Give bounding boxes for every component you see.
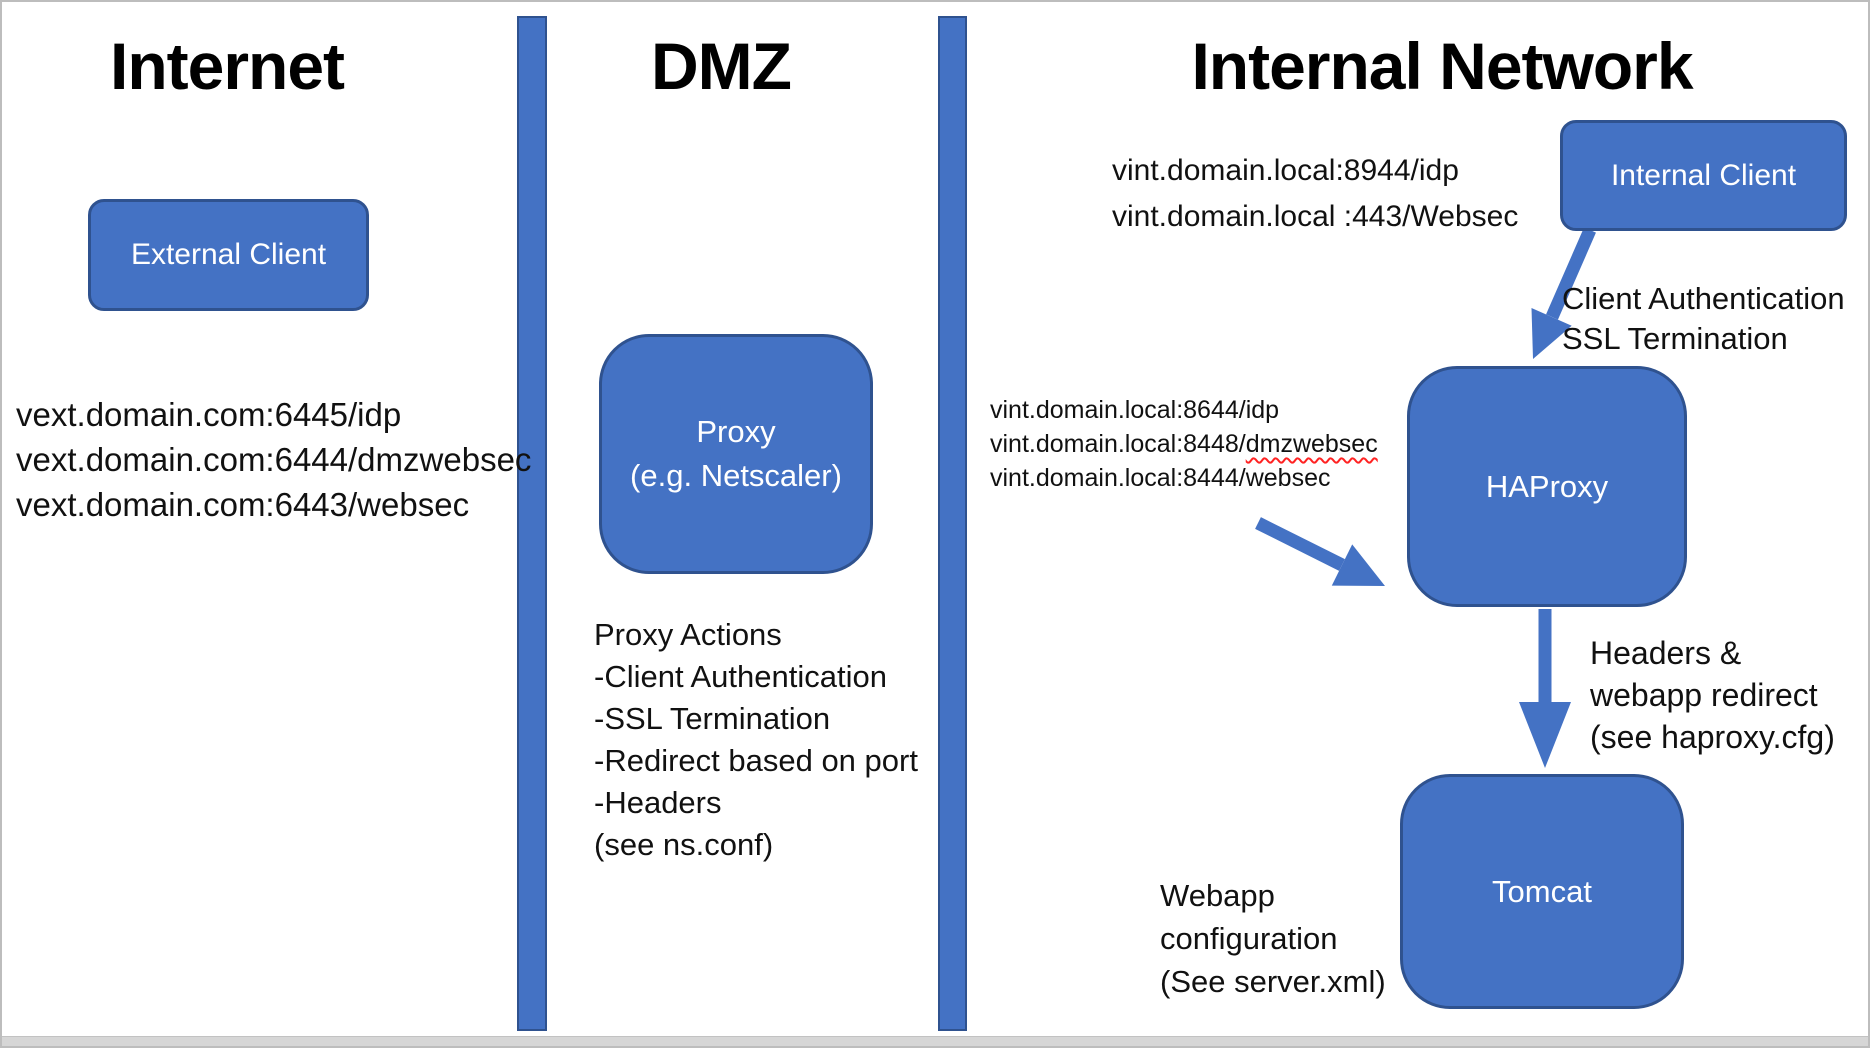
- vint-haproxy-endpoints-note: vint.domain.local:8644/idp vint.domain.l…: [990, 393, 1378, 495]
- tomcat-label: Tomcat: [1492, 873, 1592, 909]
- annotation-line: vint.domain.local:8644/idp: [990, 396, 1280, 424]
- proxy-label-line2: (e.g. Netscaler): [630, 458, 842, 493]
- annotation-line-prefix: vint.domain.local:8448/: [990, 430, 1246, 458]
- vint-endpoints-to-haproxy-arrow: [1255, 517, 1385, 586]
- proxy-node: Proxy (e.g. Netscaler): [599, 334, 873, 574]
- proxy-label-line1: Proxy: [696, 414, 776, 449]
- vext-endpoints-note: vext.domain.com:6445/idp vext.domain.com…: [16, 392, 531, 527]
- annotation-line: Headers &: [1590, 635, 1742, 671]
- annotation-line: vint.domain.local:8944/idp: [1112, 154, 1459, 187]
- tomcat-node: Tomcat: [1400, 774, 1684, 1009]
- annotation-line: vint.domain.local :443/Websec: [1112, 200, 1519, 233]
- annotation-line: Webapp: [1160, 878, 1275, 913]
- zone-divider-bar-internet-dmz: [517, 16, 547, 1031]
- annotation-line: -SSL Termination: [594, 701, 831, 736]
- internal-client-node: Internal Client: [1560, 120, 1847, 231]
- annotation-line: vint.domain.local:8448/dmzwebsec: [990, 427, 1378, 461]
- annotation-line: -Client Authentication: [594, 659, 887, 694]
- zone-title-internet: Internet: [109, 29, 345, 103]
- annotation-line: Proxy Actions: [594, 617, 782, 652]
- haproxy-label: HAProxy: [1485, 468, 1609, 504]
- annotation-line: webapp redirect: [1590, 677, 1818, 713]
- headers-webapp-redirect-note: Headers & webapp redirect (see haproxy.c…: [1590, 632, 1835, 758]
- annotation-line: (see ns.conf): [594, 827, 774, 862]
- vint-internal-client-endpoints-note: vint.domain.local:8944/idp vint.domain.l…: [1112, 148, 1518, 240]
- annotation-line: configuration: [1160, 921, 1338, 956]
- zone-title-internal-network: Internal Network: [1191, 29, 1693, 103]
- window-bottom-edge: [2, 1036, 1868, 1046]
- annotation-line: (See server.xml): [1160, 964, 1386, 999]
- external-client-node: External Client: [88, 199, 369, 311]
- spellcheck-flagged-word: dmzwebsec: [1245, 430, 1378, 458]
- zone-title-dmz: DMZ: [651, 29, 792, 103]
- zone-divider-bar-dmz-internal: [938, 16, 967, 1031]
- annotation-line: SSL Termination: [1562, 321, 1788, 356]
- annotation-line: -Headers: [594, 785, 722, 820]
- client-authentication-ssl-note: Client Authentication SSL Termination: [1562, 279, 1845, 359]
- annotation-line: -Redirect based on port: [594, 743, 918, 778]
- annotation-line: vext.domain.com:6445/idp: [16, 396, 402, 433]
- proxy-actions-note: Proxy Actions -Client Authentication -SS…: [594, 614, 918, 866]
- annotation-line: vext.domain.com:6443/websec: [16, 486, 470, 523]
- webapp-configuration-note: Webapp configuration (See server.xml): [1160, 874, 1386, 1003]
- external-client-label: External Client: [130, 238, 327, 271]
- annotation-line: (see haproxy.cfg): [1590, 719, 1835, 755]
- annotation-line: Client Authentication: [1562, 281, 1845, 316]
- haproxy-node: HAProxy: [1407, 366, 1687, 607]
- annotation-line: vext.domain.com:6444/dmzwebsec: [16, 441, 532, 478]
- haproxy-to-tomcat-arrow: [1519, 609, 1571, 768]
- internal-client-label: Internal Client: [1610, 158, 1797, 192]
- annotation-line: vint.domain.local:8444/websec: [990, 464, 1331, 492]
